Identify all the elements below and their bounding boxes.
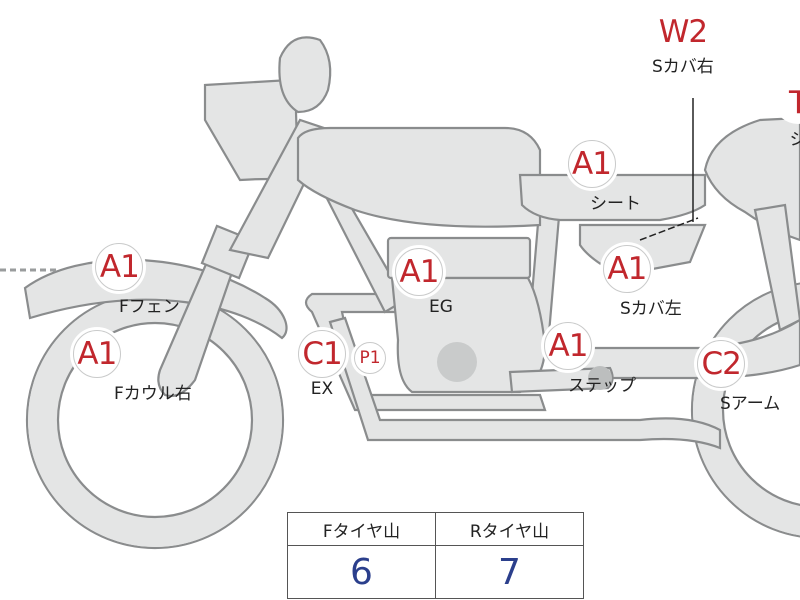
marker-scover-left: A1 Sカバ左 <box>570 245 684 319</box>
marker-code: A1 <box>567 140 616 188</box>
marker-code: A1 <box>394 248 443 296</box>
marker-label: Fカウル右 <box>114 384 192 404</box>
marker-label: ステップ <box>568 376 636 396</box>
rear-tire-header: Rタイヤ山 <box>435 512 584 546</box>
marker-label: Sアーム <box>720 394 781 414</box>
marker-step: A1 ステップ <box>498 322 638 396</box>
front-fork <box>157 253 240 398</box>
marker-eg: A1 EG <box>383 248 455 317</box>
marker-code: A1 <box>72 330 121 378</box>
marker-label: Sカバ右 <box>652 57 714 77</box>
fuel-tank <box>296 126 542 228</box>
footrest-knob <box>588 366 612 390</box>
marker-label: Fフェン <box>119 297 180 317</box>
seat <box>518 173 707 222</box>
table-value-row: 6 7 <box>287 545 584 599</box>
marker-label: Sカバ左 <box>620 299 682 319</box>
marker-p1: P1 <box>354 342 386 374</box>
footrest <box>508 366 614 394</box>
marker-label: EX <box>310 379 334 399</box>
marker-ffen: A1 Fフェン <box>57 243 182 317</box>
marker-label: シート <box>590 194 641 214</box>
rear-wheel <box>690 282 800 538</box>
exhaust-pipe-lower <box>328 316 722 450</box>
rear-tire-value: 7 <box>435 545 584 599</box>
marker-ex: C1 EX <box>298 330 346 399</box>
marker-code: A1 <box>544 322 592 370</box>
marker-sarm: C2 Sアーム <box>660 340 782 414</box>
marker-code: P1 <box>354 342 386 374</box>
front-tire-value: 6 <box>287 545 436 599</box>
marker-label: EG <box>429 297 453 317</box>
front-tire-header: Fタイヤ山 <box>287 512 436 546</box>
tire-tread-table: Fタイヤ山 Rタイヤ山 6 7 <box>287 512 584 599</box>
engine-cover <box>437 342 477 382</box>
handlebar <box>278 36 332 114</box>
marker-code: A1 <box>95 243 144 291</box>
marker-code: C2 <box>697 340 746 388</box>
marker-t: T シ <box>775 82 800 150</box>
marker-code: C1 <box>298 330 346 378</box>
table-header-row: Fタイヤ山 Rタイヤ山 <box>287 512 584 546</box>
marker-fcowl: A1 Fカウル右 <box>0 330 194 404</box>
marker-code: T <box>775 82 800 124</box>
marker-w2: W2 Sカバ右 <box>650 13 716 77</box>
rear-shock <box>753 203 800 332</box>
marker-code: A1 <box>602 245 651 293</box>
exhaust-pipe-upper <box>304 292 547 412</box>
marker-code: W2 <box>658 13 708 51</box>
marker-label: シ <box>789 130 800 150</box>
marker-seat: A1 シート <box>540 140 643 214</box>
seat-indicator-line <box>639 217 699 241</box>
